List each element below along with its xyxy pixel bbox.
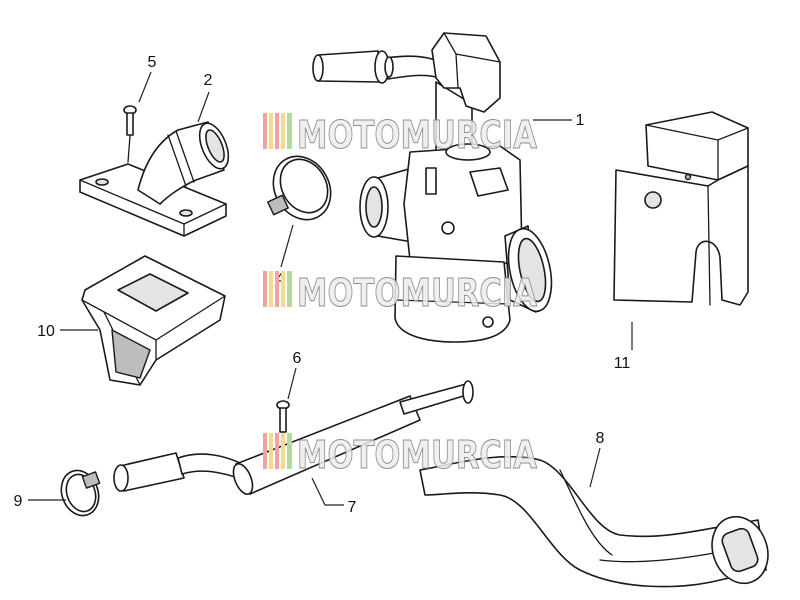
carburetor-body [403, 145, 523, 267]
drain-screw [482, 316, 494, 328]
reed-petal [111, 329, 151, 379]
stripe [287, 113, 292, 149]
clamp-screw-housing [81, 471, 101, 489]
filter-cylinder-end [113, 464, 129, 492]
flange-hole-left [95, 178, 109, 186]
watermark-bottom: MOTOMURCIA [263, 433, 538, 478]
adjust-screw [441, 221, 455, 235]
leader-4 [280, 224, 294, 268]
hose-8 [419, 455, 769, 588]
manifold-outlet-bore [205, 129, 225, 163]
leader-6 [287, 367, 297, 400]
leader-5 [138, 71, 152, 103]
hose-end-opening [721, 527, 759, 573]
stripe [287, 271, 292, 307]
watermark-stripes [263, 271, 292, 307]
tube-rod [399, 383, 471, 415]
watermark-text: MOTOMURCIA [297, 113, 537, 157]
cover-top-edge [645, 124, 749, 181]
clamp-9 [60, 469, 101, 517]
callout-10: 10 [37, 323, 55, 340]
leader-2 [197, 91, 210, 123]
cover-hole [644, 191, 662, 209]
throttle-cable-grip [317, 50, 381, 83]
screw-6 [276, 400, 290, 433]
choke-lever [469, 167, 509, 197]
stripe [263, 433, 267, 469]
throttle-grip-collar-inner [384, 56, 394, 78]
stripe [263, 113, 267, 149]
callout-9: 9 [14, 493, 23, 510]
float-bowl-seam [396, 299, 509, 305]
watermark-text: MOTOMURCIA [297, 433, 537, 477]
stripe [269, 433, 273, 469]
callout-11: 11 [614, 355, 631, 372]
filter-cylinder [119, 452, 185, 492]
stripe [269, 271, 273, 307]
callout-2: 2 [204, 72, 213, 89]
leader-8 [589, 447, 601, 488]
watermark-middle: MOTOMURCIA [263, 271, 538, 316]
carburetor-inlet-bore [365, 186, 383, 228]
leader-lines [28, 71, 633, 506]
cover-body-edge [707, 185, 711, 306]
watermark-text: MOTOMURCIA [297, 271, 537, 315]
flange-hole-right [179, 209, 193, 217]
stripe [287, 433, 292, 469]
stripe [281, 271, 285, 307]
clamp-screw-housing [267, 194, 289, 216]
intake-manifold [79, 121, 230, 237]
screw-shaft [279, 407, 287, 433]
stripe [281, 433, 285, 469]
callout-4: 4 [276, 271, 285, 288]
callout-7: 7 [348, 499, 357, 516]
idle-screw [425, 167, 437, 195]
carburetor-float-bowl [394, 255, 511, 343]
throttle-grip-end [312, 54, 324, 82]
callout-6: 6 [293, 350, 302, 367]
watermark-stripes [263, 113, 292, 149]
callout-labels: 1 2 4 5 6 7 8 9 10 11 [14, 54, 631, 516]
stripe [275, 113, 279, 149]
cover-top-block [645, 111, 749, 181]
screw-insert-line [127, 135, 131, 163]
manifold-tube-ribs [167, 130, 195, 187]
callout-1: 1 [576, 112, 585, 129]
callout-8: 8 [596, 430, 605, 447]
watermark-top: MOTOMURCIA [263, 113, 538, 158]
watermark-stripes [263, 433, 292, 469]
stripe [275, 271, 279, 307]
carburetor-boot [431, 32, 501, 113]
tube-body-end [232, 463, 254, 495]
reed-valve-opening [117, 273, 189, 312]
cover-pin [684, 173, 692, 181]
stripe [275, 433, 279, 469]
stripe [281, 113, 285, 149]
stripe [269, 113, 273, 149]
screw-5 [123, 105, 137, 163]
cover-11 [613, 111, 749, 306]
tube-rod-washer [462, 380, 474, 404]
leader-7 [311, 477, 344, 506]
manifold-flange-edge [79, 179, 227, 237]
clamp-band-inner [279, 158, 329, 214]
carburetor [312, 32, 553, 343]
stripe [263, 271, 267, 307]
carburetor-top-cap [445, 143, 491, 161]
hose-clamp-4 [267, 155, 332, 221]
screw-shaft [126, 112, 134, 136]
cover-body [613, 165, 749, 306]
tube-assembly-7 [113, 380, 474, 495]
reed-valve [81, 255, 226, 386]
carburetor-outlet-bore [517, 237, 547, 303]
carburetor-boot-edge [443, 32, 501, 89]
callout-5: 5 [148, 54, 157, 71]
